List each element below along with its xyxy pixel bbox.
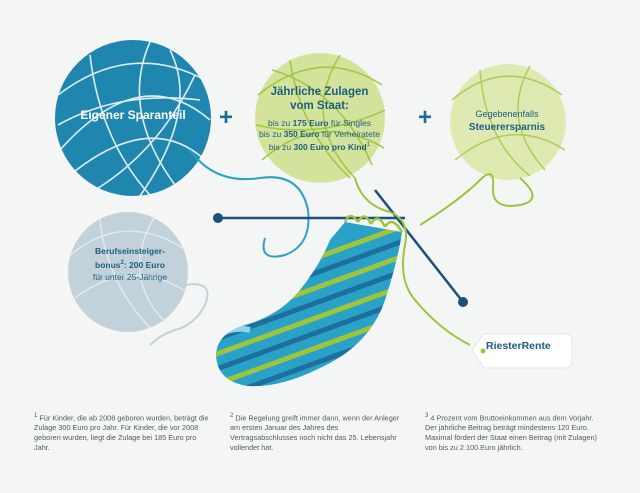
allowance-child: bis zu 300 Euro pro Kind1 xyxy=(268,141,371,152)
plus-operator: + xyxy=(418,104,433,131)
price-tag-icon xyxy=(471,333,573,369)
knitting-needles-icon xyxy=(213,189,468,307)
footnote-2: 2 Die Regelung greift immer dann, wenn d… xyxy=(230,412,400,453)
knitted-sock-icon xyxy=(216,214,404,387)
grey-yarn-ball-icon xyxy=(68,212,188,332)
allowance-married: bis zu 350 Euro für Verheiratete xyxy=(259,129,380,139)
footnote-3: 3 4 Prozent vom Bruttoeinkommen aus dem … xyxy=(425,412,597,453)
light-green-yarn-ball-icon xyxy=(450,64,566,180)
footnote-1: 1 Für Kinder, die ab 2008 geboren wurden… xyxy=(34,412,209,453)
state-allowance-text: Jährliche Zulagen vom Staat: bis zu 175 … xyxy=(252,85,387,153)
own-savings-label: Eigener Sparanteil xyxy=(80,108,186,122)
allowance-singles: bis zu 175 Euro für Singles xyxy=(267,118,371,128)
riester-rente-tag-label: RiesterRente xyxy=(486,340,551,352)
green-yarn-ball-icon xyxy=(255,53,386,183)
starter-bonus-text: Berufseinsteiger- bonus2: 200 Euro für u… xyxy=(92,246,168,282)
state-allowance-title: Jährliche Zulagen vom Staat: xyxy=(270,86,369,112)
tax-savings-text: Gegebenenfalls Steuerersparnis xyxy=(468,109,546,133)
blue-yarn-ball-icon xyxy=(55,40,211,197)
plus-operator: + xyxy=(219,104,234,131)
